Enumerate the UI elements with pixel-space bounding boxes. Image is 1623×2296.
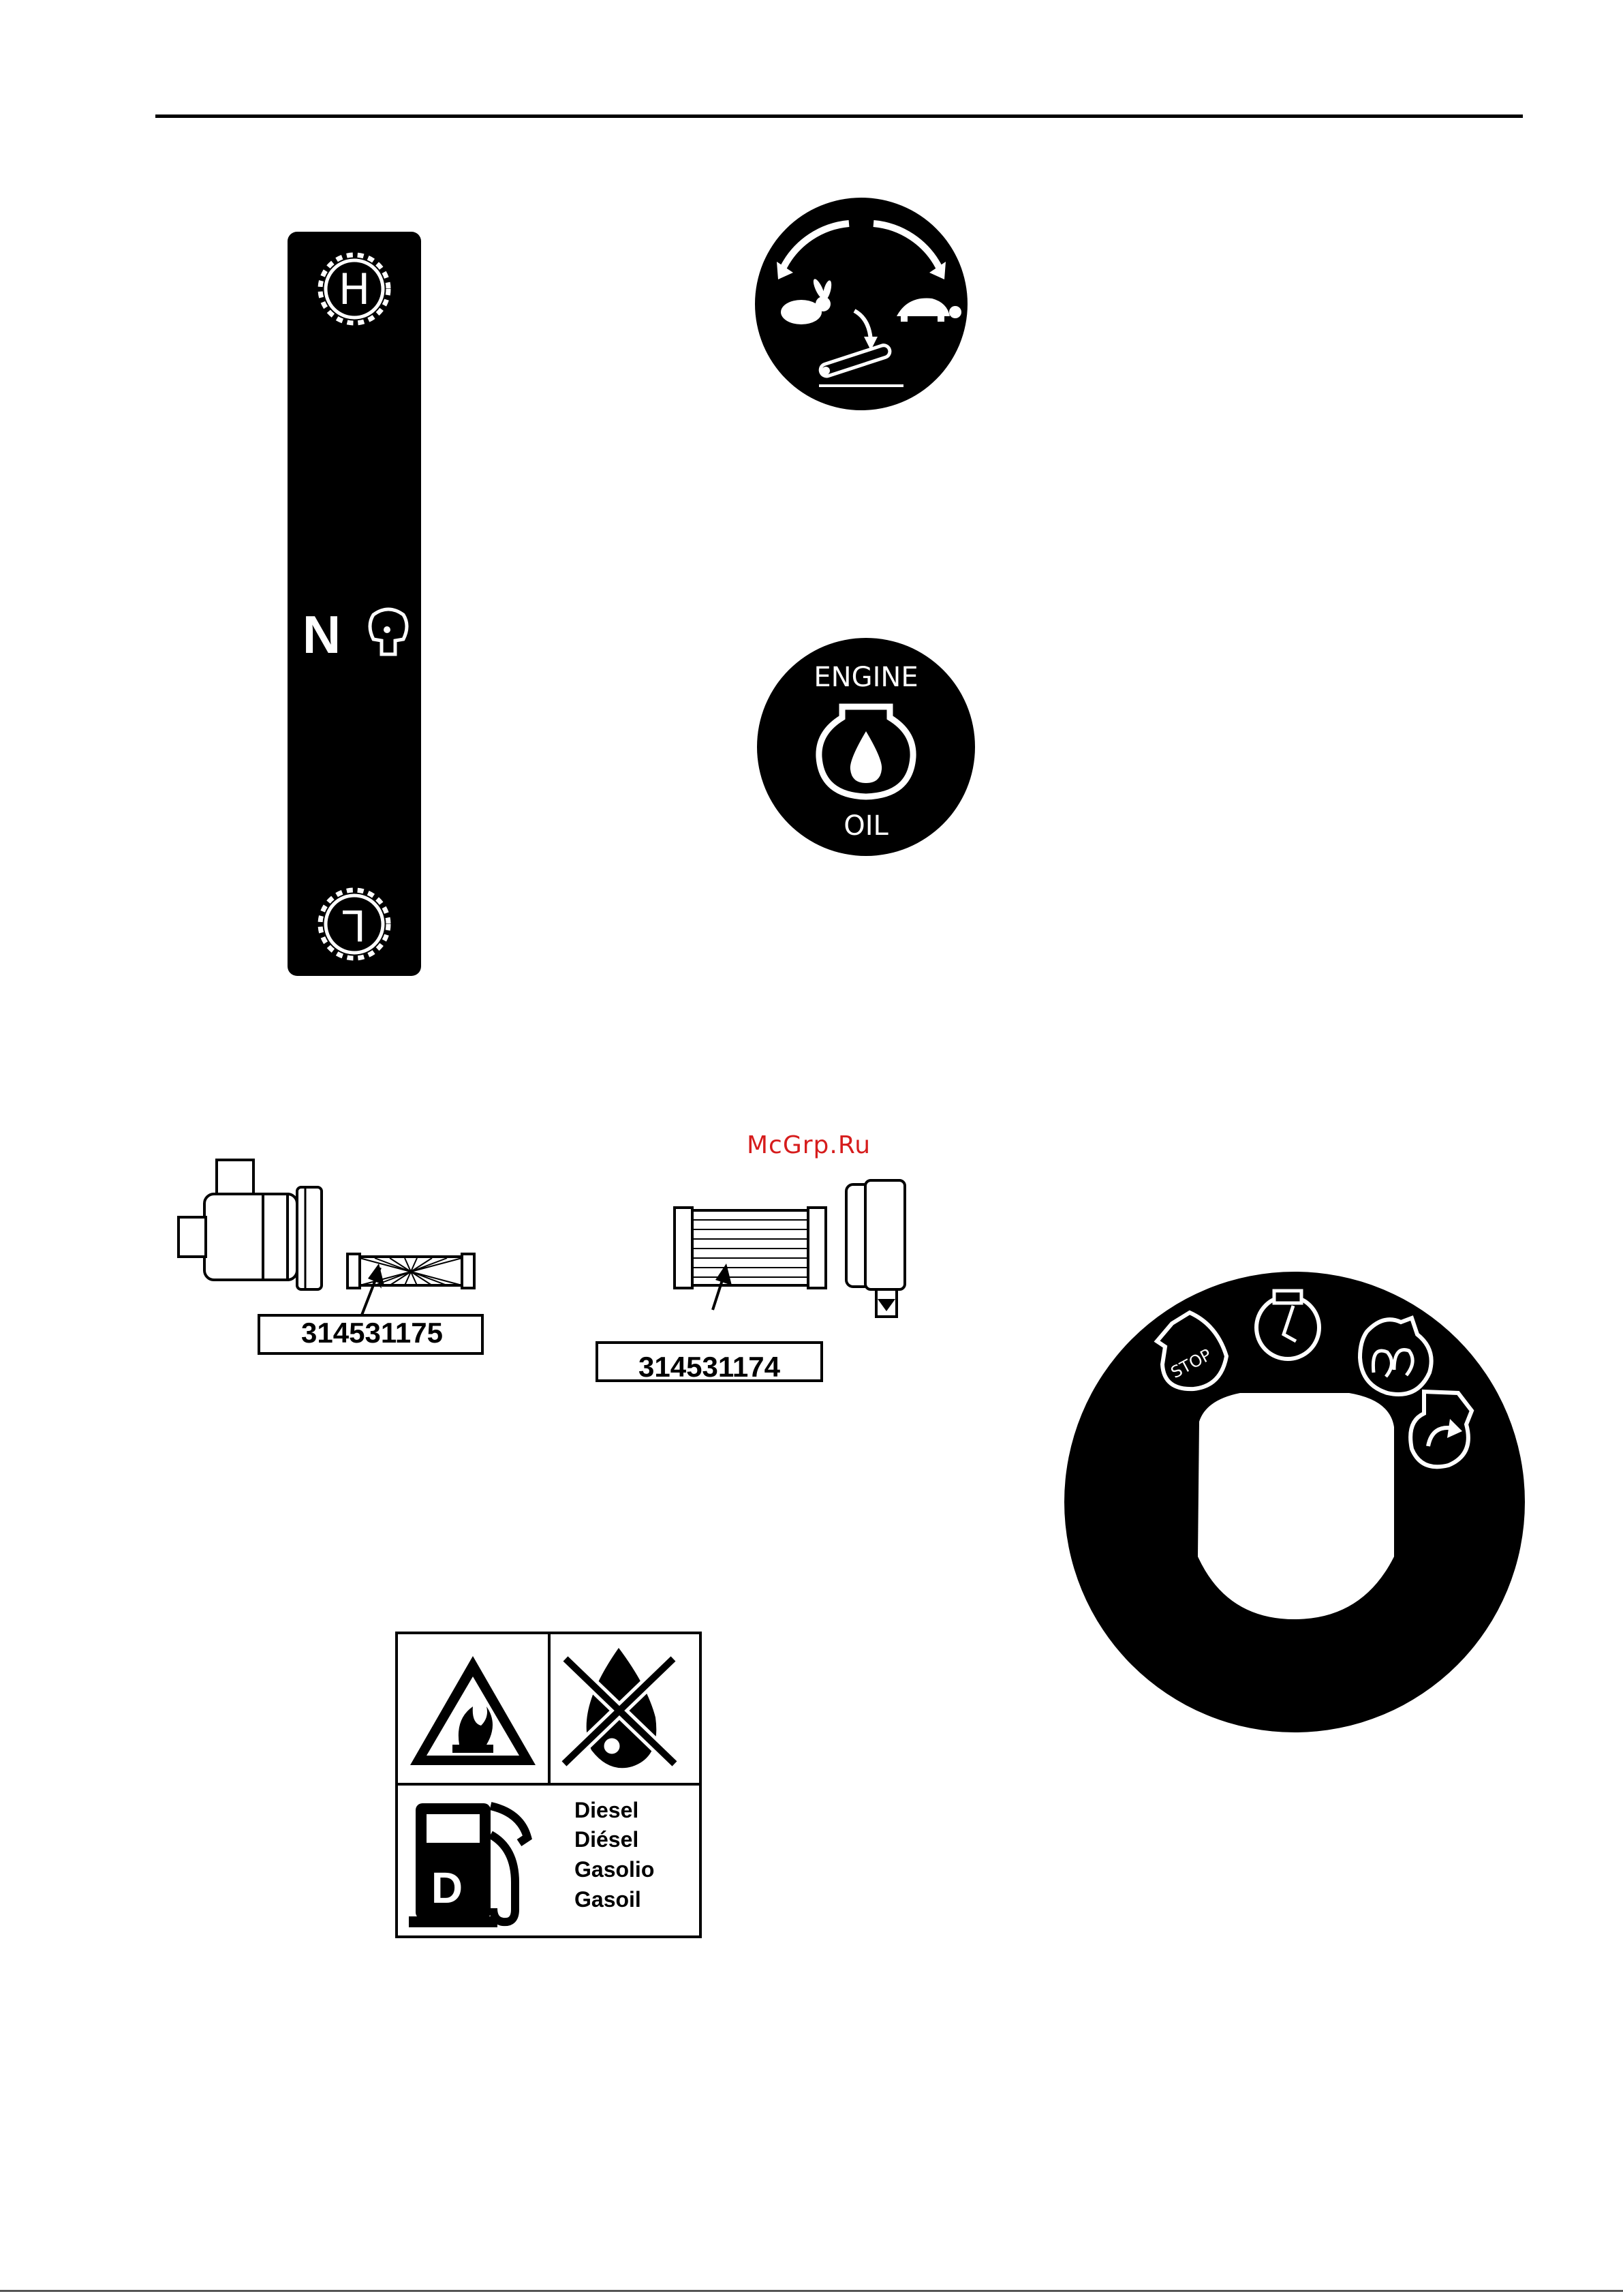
ignition-switch-decal: STOP: [1063, 1270, 1526, 1734]
engine-label: ENGINE: [814, 662, 918, 693]
pump-letter: D: [431, 1863, 463, 1912]
gear-high-label: H: [339, 264, 371, 314]
part-number-left: 314531175: [260, 1317, 484, 1349]
strainer-element: [347, 1254, 474, 1288]
fuel-decal: D Diesel Diésel Gasolio Gasoil: [394, 1630, 707, 1944]
fuel-name-4: Gasoil: [574, 1887, 641, 1912]
gear-range-decal: H N L: [286, 230, 422, 977]
engine-oil-decal: ENGINE OIL: [756, 637, 976, 857]
header-rule: [155, 114, 1523, 118]
oil-label: OIL: [844, 810, 888, 842]
fuel-name-2: Diésel: [574, 1827, 638, 1852]
gear-low-label: L: [342, 900, 366, 950]
bottom-rule: [0, 2290, 1623, 2292]
filter-element: [675, 1208, 826, 1288]
gear-neutral-label: N: [303, 604, 341, 664]
filter-housing: [846, 1180, 905, 1317]
speed-decal: [754, 196, 969, 412]
fuel-name-1: Diesel: [574, 1798, 638, 1822]
suction-strainer-diagram: [164, 1152, 504, 1397]
part-number-right: 314531174: [597, 1351, 822, 1383]
watermark: McGrp.Ru: [747, 1131, 871, 1159]
fuel-name-3: Gasolio: [574, 1857, 654, 1882]
